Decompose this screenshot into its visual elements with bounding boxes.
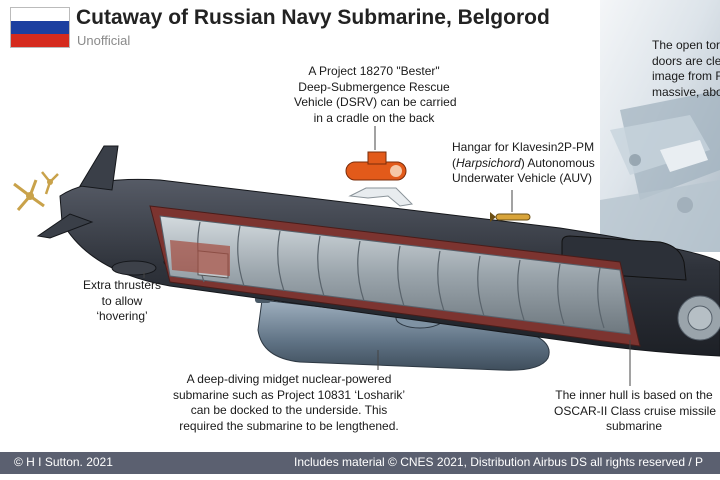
flag-stripe-red (11, 34, 69, 47)
annotation-line: The inner hull is based on the (555, 388, 713, 402)
auv-vehicle (490, 212, 531, 222)
footer-bar: © H I Sutton. 2021 Includes material © C… (0, 452, 720, 474)
annotation-line: Hangar for Klavesin2P-PM (452, 140, 595, 154)
annotation-line: submarine (605, 419, 663, 433)
annotation-line: A Project 18270 "Bester" (308, 64, 440, 78)
annotation-line: OSCAR-II Class cruise missile (554, 403, 717, 418)
photo-caption-line: massive, abou (652, 84, 720, 99)
photo-caption-line: The open torp (652, 38, 720, 52)
photo-caption-line: image from Fo (652, 69, 720, 83)
annotation-dsrv: A Project 18270 "Bester" Deep-Submergenc… (294, 64, 457, 126)
annotation-line: Deep-Submergence Rescue (298, 79, 450, 94)
satellite-photo-image (600, 0, 720, 252)
page-subtitle: Unofficial (77, 33, 131, 48)
annotation-midget-submarine: A deep-diving midget nuclear-powered sub… (164, 372, 414, 434)
submarine-cutaway-drawing (13, 126, 720, 386)
footer-credit: © H I Sutton. 2021 (14, 455, 113, 469)
annotation-italic: Harpsichord (456, 155, 521, 170)
annotation-line: Underwater Vehicle (AUV) (452, 171, 593, 185)
annotation-fragment: ( (452, 155, 456, 170)
cutaway-section (149, 205, 720, 347)
page-title: Cutaway of Russian Navy Submarine, Belgo… (76, 6, 550, 29)
dsrv-vehicle (345, 151, 414, 207)
leader-lines (143, 126, 631, 386)
annotation-thrusters: Extra thrusters to allow ‘hovering’ (80, 278, 164, 325)
annotation-line: Extra thrusters (82, 278, 162, 292)
satellite-photo-inset (600, 0, 720, 252)
annotation-fragment: ) Autonomous (520, 155, 595, 170)
annotation-line: Vehicle (DSRV) can be carried (294, 95, 457, 109)
annotation-line: can be docked to the underside. This (190, 403, 388, 417)
russian-flag-icon (10, 7, 70, 48)
annotation-hangar: Hangar for Klavesin2P-PM (Harpsichord) A… (452, 140, 595, 187)
annotation-line: ‘hovering’ (96, 309, 148, 323)
propeller-icon (13, 171, 59, 211)
annotation-line: (Harpsichord) Autonomous (452, 155, 595, 172)
annotation-line: submarine such as Project 10831 ‘Loshari… (172, 387, 406, 402)
annotation-line: A deep-diving midget nuclear-powered (186, 372, 392, 386)
annotation-line: in a cradle on the back (313, 110, 435, 125)
annotation-inner-hull: The inner hull is based on the OSCAR-II … (554, 388, 717, 435)
footer-material-credit: Includes material © CNES 2021, Distribut… (294, 455, 704, 469)
flag-stripe-white (11, 8, 69, 21)
photo-caption-line: doors are clea (652, 53, 720, 68)
photo-caption: The open torp doors are clea image from … (652, 38, 720, 100)
annotation-line: required the submarine to be lengthened. (179, 418, 399, 433)
flag-stripe-blue (11, 21, 69, 34)
annotation-line: to allow (101, 293, 143, 308)
